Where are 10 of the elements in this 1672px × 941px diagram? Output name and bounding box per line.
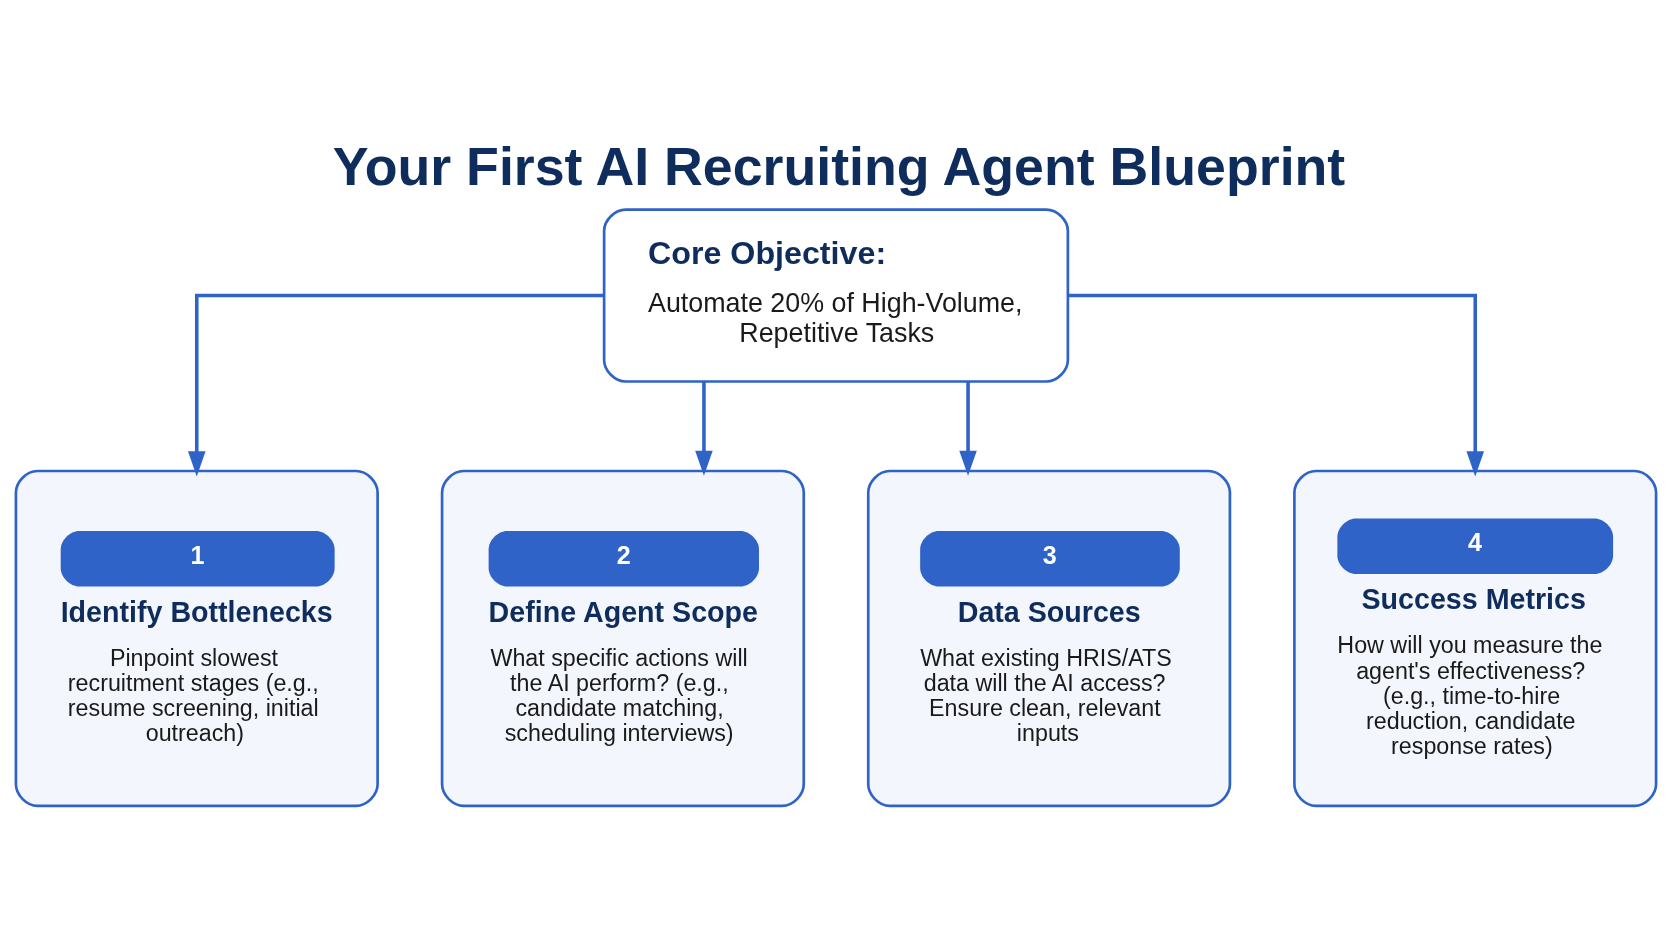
arrow bbox=[695, 381, 713, 476]
node-box: 4 Success Metrics How will you measure the agent's effectiveness? (e.g., time-to-hire reduction, candidate response rates) bbox=[1293, 469, 1658, 807]
node-box: 1 Identify Bottlenecks Pinpoint slowest recruitment stages (e.g., resume screening, initial outreach) bbox=[14, 469, 379, 807]
node-box: Core Objective: Automate 20% of High-Volume, Repetitive Tasks bbox=[602, 207, 1070, 383]
arrow bbox=[187, 293, 604, 476]
arrow bbox=[959, 381, 977, 476]
diagram-title: Your First AI Recruiting Agent Blueprint bbox=[332, 135, 1346, 196]
node-box: 2 Define Agent Scope What specific actions will the AI perform? (e.g., candidate matching, scheduling interviews) bbox=[440, 469, 806, 807]
arrow bbox=[1068, 293, 1485, 476]
node-box: 3 Data Sources What existing HRIS/ATS data will the AI access? Ensure clean, relevant inputs bbox=[866, 469, 1232, 807]
